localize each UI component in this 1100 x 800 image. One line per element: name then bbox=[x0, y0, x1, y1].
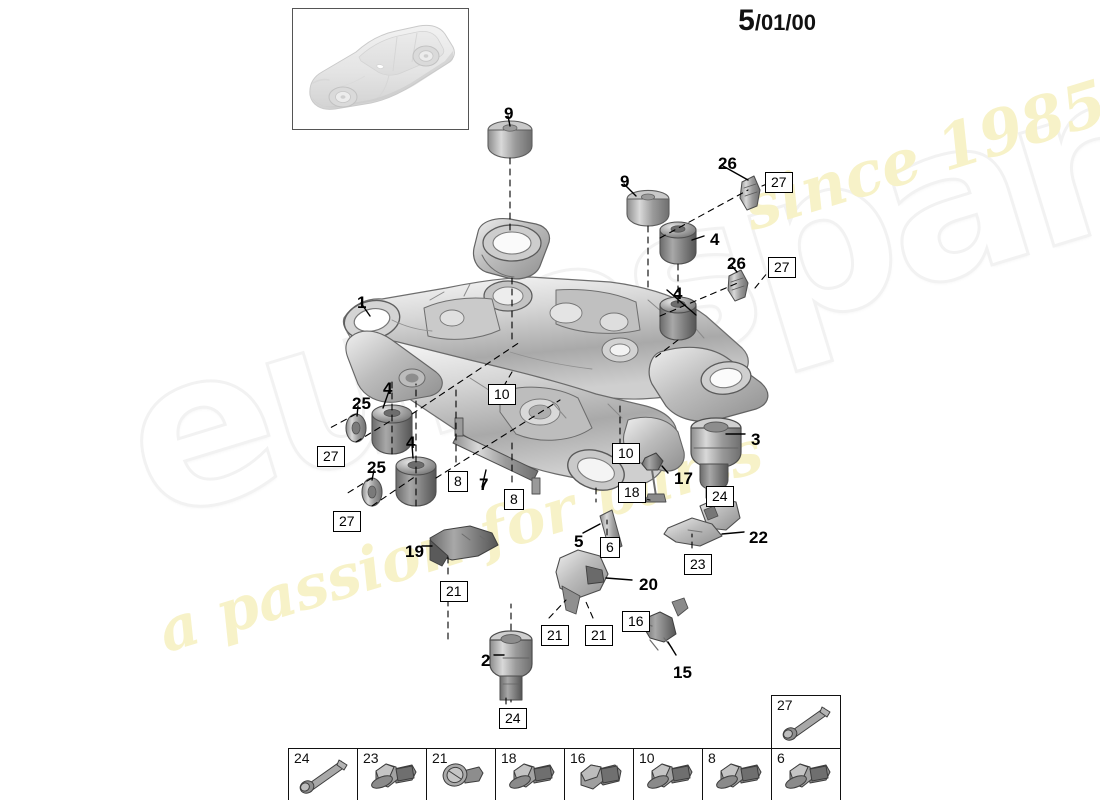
flange-bolt-icon bbox=[647, 763, 693, 789]
callout-9: 9 bbox=[620, 172, 630, 191]
legend-cell-24[interactable]: 24 bbox=[288, 748, 358, 800]
page-title-minor: /01/00 bbox=[754, 10, 816, 35]
pan-head-bolt-icon bbox=[442, 763, 484, 787]
callout-19: 19 bbox=[405, 542, 424, 561]
callout-4: 4 bbox=[673, 284, 683, 303]
callout-24-boxed: 24 bbox=[499, 708, 527, 729]
flange-bolt-icon bbox=[716, 763, 762, 789]
callout-21-boxed: 21 bbox=[541, 625, 569, 646]
legend-number: 21 bbox=[432, 750, 448, 766]
long-bolt-icon bbox=[782, 706, 831, 741]
part-20-shield bbox=[555, 549, 609, 615]
legend-cell-6[interactable]: 6 bbox=[771, 748, 841, 800]
legend-number: 16 bbox=[570, 750, 586, 766]
callout-21-boxed: 21 bbox=[585, 625, 613, 646]
callout-23-boxed: 23 bbox=[684, 554, 712, 575]
part-7-link bbox=[452, 417, 541, 495]
legend-number: 27 bbox=[777, 697, 793, 713]
callout-4: 4 bbox=[710, 230, 720, 249]
callout-4: 4 bbox=[406, 433, 416, 452]
callout-6-boxed: 6 bbox=[600, 537, 620, 558]
callout-10-boxed: 10 bbox=[612, 443, 640, 464]
callout-15: 15 bbox=[673, 663, 692, 682]
part-4-bushing-d bbox=[659, 296, 697, 341]
callout-22: 22 bbox=[749, 528, 768, 547]
callout-8-boxed: 8 bbox=[504, 489, 524, 510]
callout-7: 7 bbox=[479, 475, 489, 494]
part-26-clip-b bbox=[727, 269, 749, 302]
car-silhouette-icon bbox=[309, 24, 455, 110]
callout-27-boxed: 27 bbox=[317, 446, 345, 467]
callout-25: 25 bbox=[367, 458, 386, 477]
callout-18-boxed: 18 bbox=[618, 482, 646, 503]
legend-cell-8[interactable]: 8 bbox=[702, 748, 772, 800]
callout-25: 25 bbox=[352, 394, 371, 413]
callout-2: 2 bbox=[481, 651, 491, 670]
callout-10-boxed: 10 bbox=[488, 384, 516, 405]
callout-27-boxed: 27 bbox=[333, 511, 361, 532]
legend-cell-21[interactable]: 21 bbox=[426, 748, 496, 800]
part-9-upper-mount-b bbox=[626, 189, 670, 227]
callout-24-boxed: 24 bbox=[706, 486, 734, 507]
flange-bolt-icon bbox=[785, 763, 831, 789]
page-title-major: 5 bbox=[738, 4, 755, 37]
legend-cell-18[interactable]: 18 bbox=[495, 748, 565, 800]
part-2-mount bbox=[489, 630, 533, 701]
callout-3: 3 bbox=[751, 430, 761, 449]
legend-number: 24 bbox=[294, 750, 310, 766]
legend-number: 18 bbox=[501, 750, 517, 766]
part-25-washer-a bbox=[345, 413, 367, 443]
flange-bolt-icon bbox=[371, 763, 417, 789]
legend-number: 10 bbox=[639, 750, 655, 766]
hex-bolt-icon bbox=[580, 764, 622, 790]
part-9-upper-mount-a bbox=[487, 120, 533, 159]
legend-cell-27[interactable]: 27 bbox=[771, 695, 841, 749]
callout-20: 20 bbox=[639, 575, 658, 594]
callout-26: 26 bbox=[718, 154, 737, 173]
long-bolt-icon bbox=[299, 759, 348, 794]
part-25-washer-b bbox=[361, 477, 383, 507]
callout-17: 17 bbox=[674, 469, 693, 488]
part-17-sensor-link bbox=[639, 452, 667, 503]
callout-26: 26 bbox=[727, 254, 746, 273]
flange-bolt-icon bbox=[509, 763, 555, 789]
callout-27-boxed: 27 bbox=[768, 257, 796, 278]
callout-21-boxed: 21 bbox=[440, 581, 468, 602]
legend-cell-10[interactable]: 10 bbox=[633, 748, 703, 800]
legend-cell-23[interactable]: 23 bbox=[357, 748, 427, 800]
part-4-bushing-c bbox=[659, 221, 697, 265]
callout-5: 5 bbox=[574, 532, 584, 551]
page-title: 5/01/00 bbox=[738, 4, 816, 38]
legend-number: 8 bbox=[708, 750, 716, 766]
callout-1: 1 bbox=[357, 293, 367, 312]
callout-9: 9 bbox=[504, 104, 514, 123]
legend-number: 6 bbox=[777, 750, 785, 766]
vehicle-thumbnail bbox=[292, 8, 469, 130]
callout-8-boxed: 8 bbox=[448, 471, 468, 492]
part-19-bracket bbox=[429, 525, 499, 567]
callout-4: 4 bbox=[383, 379, 393, 398]
part-26-clip-a bbox=[739, 175, 761, 211]
legend-cell-16[interactable]: 16 bbox=[564, 748, 634, 800]
callout-27-boxed: 27 bbox=[765, 172, 793, 193]
legend-number: 23 bbox=[363, 750, 379, 766]
callout-16-boxed: 16 bbox=[622, 611, 650, 632]
